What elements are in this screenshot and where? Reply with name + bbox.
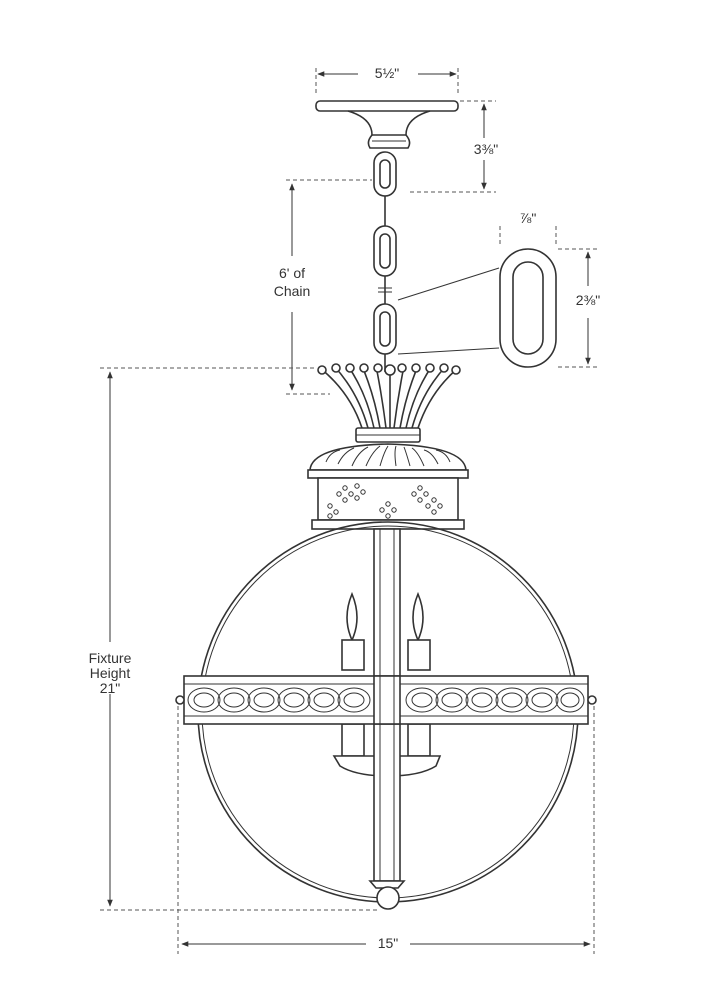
dimension-lines [100,68,598,954]
crown [317,363,461,443]
fixture-height-label-line3: 21" [99,680,121,696]
chain-link-detail [397,248,557,368]
chain [373,151,397,372]
canopy-height-label: 3⅜" [473,141,499,157]
chain-length-label-line2: Chain [273,283,311,299]
canopy-width-label: 5½" [374,65,400,81]
gallery [307,443,469,530]
fixture-height-label-line2: Height [89,665,131,681]
chain-length-label-line1: 6' of [278,265,306,281]
link-width-label: ⅞" [519,210,537,226]
fixture-height-label-line1: Fixture [88,650,132,666]
decorative-band [175,675,597,725]
fixture-width-label: 15" [377,935,399,951]
canopy [315,100,459,149]
link-height-label: 2⅜" [575,292,601,308]
